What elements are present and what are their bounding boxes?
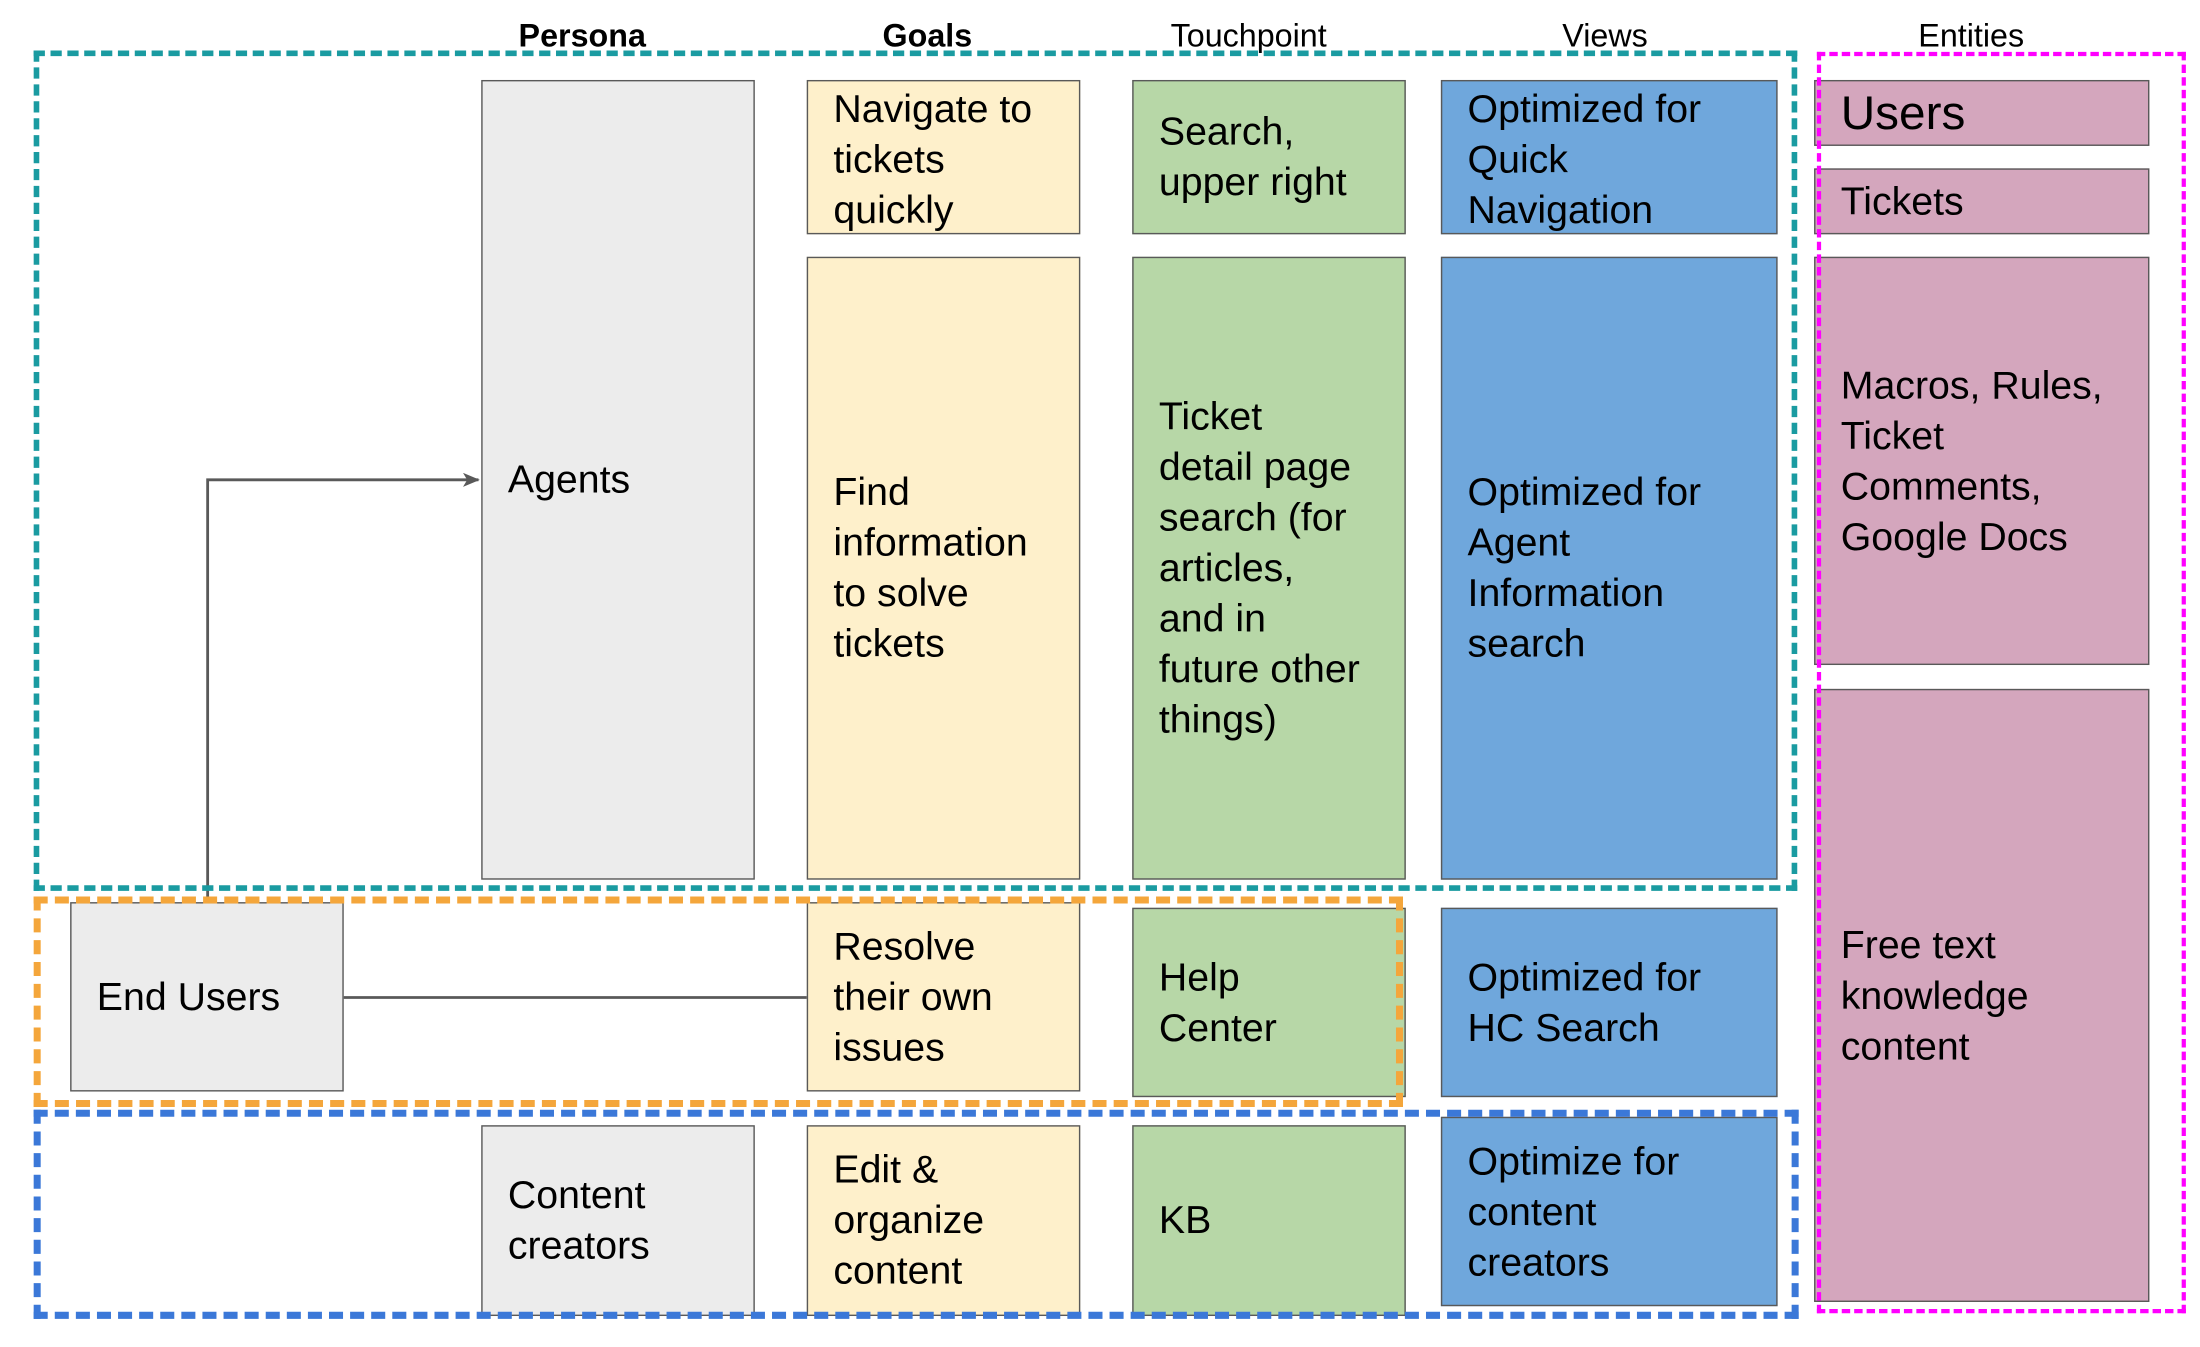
entity-users: Users (1814, 79, 2150, 146)
entity-free-text-knowledge: Free text knowledge content (1814, 688, 2150, 1302)
goal-resolve-issues: Resolve their own issues (806, 902, 1081, 1092)
touchpoint-kb: KB (1132, 1125, 1406, 1317)
header-goals: Goals (882, 16, 973, 54)
view-quick-navigation: Optimized for Quick Navigation (1440, 79, 1778, 235)
entity-tickets: Tickets (1814, 168, 2150, 235)
header-persona: Persona (518, 16, 646, 54)
touchpoint-help-center: Help Center (1132, 907, 1406, 1098)
touchpoint-ticket-detail-search: Ticket detail page search (for articles,… (1132, 256, 1406, 880)
goal-find-information: Find information to solve tickets (806, 256, 1081, 880)
header-views: Views (1562, 16, 1648, 54)
entity-macros-rules-comments: Macros, Rules, Ticket Comments, Google D… (1814, 256, 2150, 666)
view-content-creators: Optimize for content creators (1440, 1116, 1778, 1307)
view-agent-information-search: Optimized for Agent Information search (1440, 256, 1778, 880)
connector-end-users-to-agents (206, 472, 480, 903)
view-hc-search: Optimized for HC Search (1440, 907, 1778, 1098)
persona-agents: Agents (481, 79, 755, 880)
persona-end-users: End Users (70, 902, 344, 1092)
header-entities: Entities (1918, 16, 2025, 54)
goal-edit-organize: Edit & organize content (806, 1125, 1081, 1317)
goal-navigate-tickets: Navigate to tickets quickly (806, 79, 1081, 235)
persona-content-creators: Content creators (481, 1125, 755, 1317)
header-touchpoint: Touchpoint (1170, 16, 1327, 54)
touchpoint-search-upper-right: Search, upper right (1132, 79, 1406, 235)
